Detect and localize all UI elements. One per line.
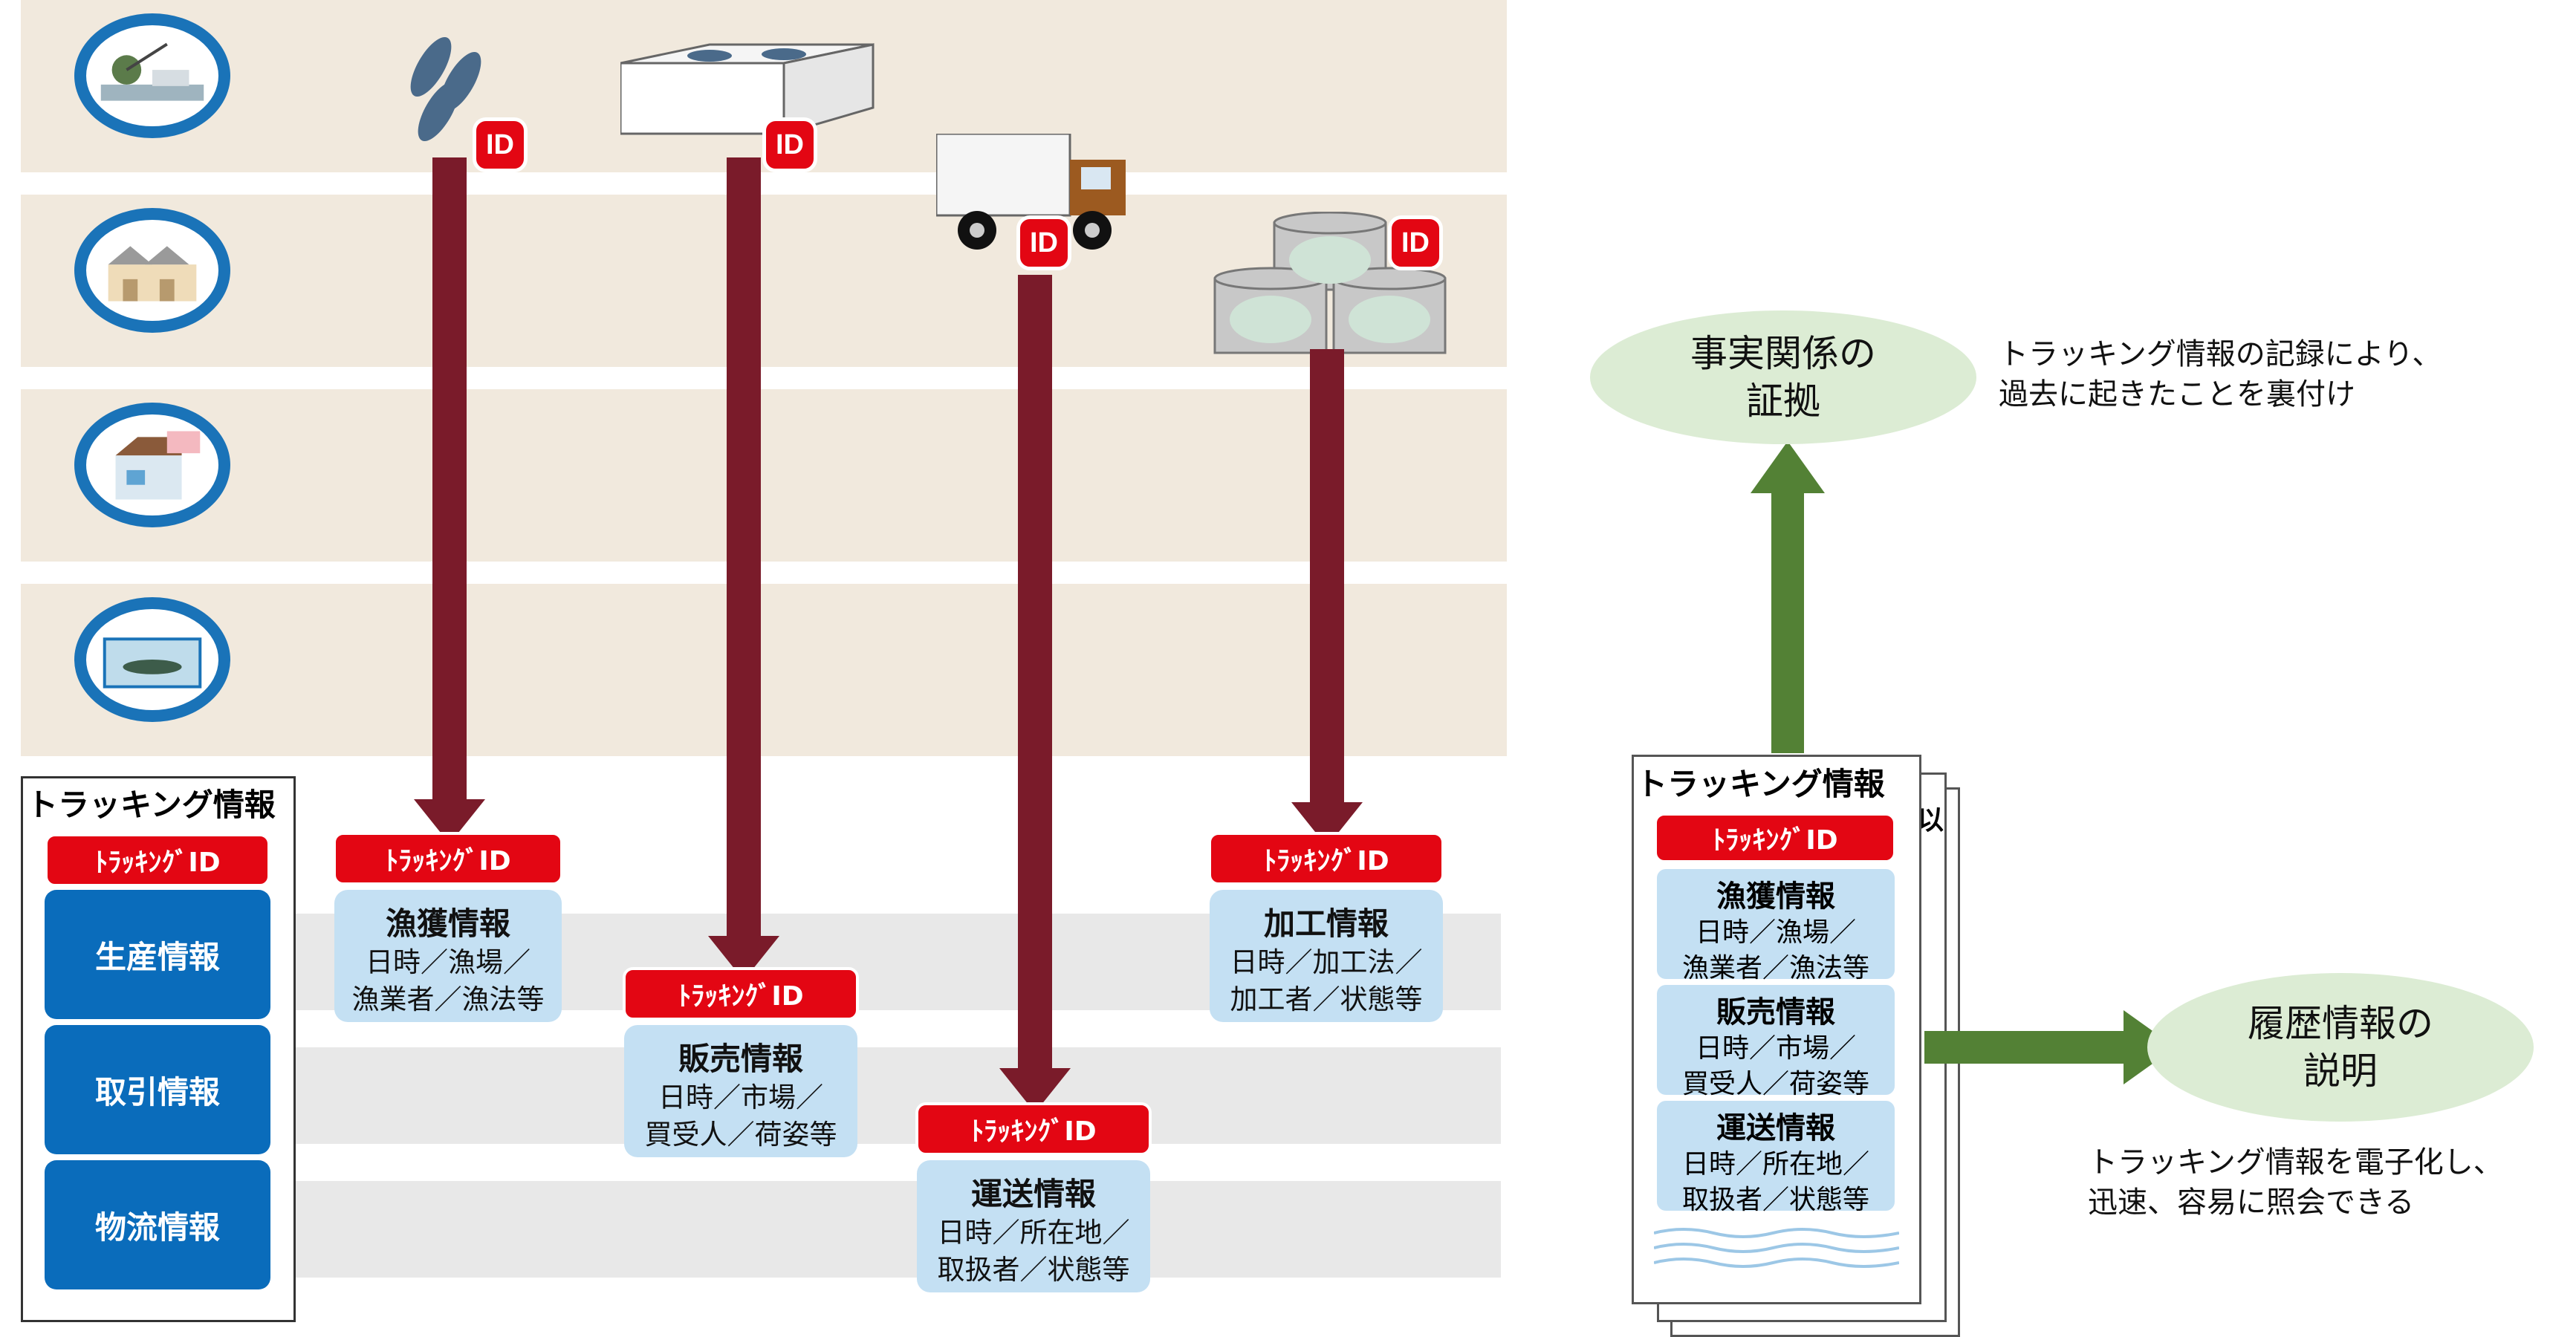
row-band-retail	[21, 389, 1507, 562]
category-transaction: 取引情報	[45, 1025, 270, 1154]
tracking-id-transport: ﾄﾗｯｷﾝｸﾞID	[915, 1102, 1152, 1156]
info-processing-title: 加工情報	[1263, 905, 1389, 942]
evidence-note-line1: トラッキング情報の記録により、	[1999, 337, 2442, 371]
document-transport-title: 運送情報	[1716, 1111, 1835, 1145]
info-processing-line2: 加工者／状態等	[1230, 983, 1423, 1015]
document-catch-title: 漁獲情報	[1716, 879, 1835, 914]
info-sale-title: 販売情報	[678, 1041, 803, 1077]
fish-box-icon	[619, 41, 880, 137]
fish-icon	[386, 22, 505, 156]
info-processing: 加工情報 日時／加工法／ 加工者／状態等	[1210, 890, 1443, 1022]
history-note-line1: トラッキング情報を電子化し、	[2088, 1145, 2503, 1180]
evidence-note-line2: 過去に起きたことを裏付け	[1999, 377, 2355, 411]
id-badge-catch: ID	[473, 117, 528, 172]
document-title: トラッキング情報	[1636, 766, 1885, 802]
evidence-line2: 証拠	[1746, 380, 1820, 423]
tracking-id-sale: ﾄﾗｯｷﾝｸﾞID	[623, 967, 859, 1021]
document-sale-line2: 買受人／荷姿等	[1681, 1069, 1869, 1099]
document-sale-title: 販売情報	[1716, 995, 1835, 1029]
info-transport-line1: 日時／所在地／	[937, 1217, 1130, 1249]
history-line2: 説明	[2303, 1050, 2378, 1093]
id-badge-sale: ID	[762, 117, 817, 172]
history-line1: 履歴情報の	[2248, 1002, 2433, 1045]
info-sale-line2: 買受人／荷姿等	[644, 1119, 837, 1151]
id-badge-transport: ID	[1016, 215, 1071, 270]
document-transport-line2: 取扱者／状態等	[1681, 1185, 1869, 1215]
info-catch-line2: 漁業者／漁法等	[351, 983, 545, 1015]
panel-title: トラッキング情報	[27, 787, 276, 823]
packaged-fish-icon	[74, 597, 230, 722]
category-production: 生産情報	[45, 890, 270, 1019]
category-logistics: 物流情報	[45, 1160, 270, 1289]
info-transport: 運送情報 日時／所在地／ 取扱者／状態等	[917, 1160, 1150, 1292]
row-band-processing	[21, 584, 1507, 756]
evidence-line1: 事実関係の	[1690, 332, 1876, 375]
info-sale: 販売情報 日時／市場／ 買受人／荷姿等	[624, 1025, 857, 1157]
document-sale-line1: 日時／市場／	[1695, 1033, 1856, 1064]
document-catch-line1: 日時／漁場／	[1695, 917, 1856, 948]
fishing-boat-icon	[74, 13, 230, 138]
green-arrow-up-head	[1751, 441, 1825, 493]
info-sale-line1: 日時／市場／	[658, 1081, 823, 1113]
arrow-catch-shaft	[432, 157, 467, 801]
info-processing-line1: 日時／加工法／	[1230, 946, 1423, 978]
tracking-id-processing: ﾄﾗｯｷﾝｸﾞID	[1208, 832, 1444, 885]
history-ellipse: 履歴情報の 説明	[2147, 973, 2534, 1122]
info-catch-title: 漁獲情報	[385, 905, 510, 942]
history-note: トラッキング情報を電子化し、 迅速、容易に照会できる	[2088, 1142, 2503, 1223]
id-badge-processing: ID	[1388, 215, 1443, 270]
evidence-note: トラッキング情報の記録により、 過去に起きたことを裏付け	[1999, 334, 2442, 414]
document-section-sale: 販売情報 日時／市場／ 買受人／荷姿等	[1657, 985, 1895, 1099]
info-catch: 漁獲情報 日時／漁場／ 漁業者／漁法等	[334, 890, 562, 1022]
arrow-sale-shaft	[727, 157, 761, 937]
band-logistics	[282, 1181, 1501, 1278]
document-wave-lines	[1653, 1226, 1900, 1278]
arrow-transport-shaft	[1018, 275, 1052, 1070]
evidence-ellipse: 事実関係の 証拠	[1590, 310, 1976, 444]
document-catch-line2: 漁業者／漁法等	[1681, 953, 1869, 983]
arrow-processing-shaft	[1310, 349, 1344, 804]
document-transport-line1: 日時／所在地／	[1681, 1149, 1869, 1180]
document-section-catch: 漁獲情報 日時／漁場／ 漁業者／漁法等	[1657, 869, 1895, 983]
truck-icon	[935, 132, 1137, 256]
document-tracking-id: ﾄﾗｯｷﾝｸﾞID	[1654, 813, 1896, 863]
green-arrow-right-shaft	[1924, 1031, 2125, 1064]
document-section-transport: 運送情報 日時／所在地／ 取扱者／状態等	[1657, 1101, 1895, 1215]
panel-tracking-id: ﾄﾗｯｷﾝｸﾞID	[45, 833, 270, 887]
shop-icon	[74, 403, 230, 527]
history-note-line2: 迅速、容易に照会できる	[2088, 1185, 2415, 1220]
info-transport-line2: 取扱者／状態等	[937, 1254, 1130, 1286]
green-arrow-up-shaft	[1771, 492, 1804, 753]
band-transaction	[282, 1047, 1501, 1144]
canned-fish-icon	[1211, 211, 1449, 360]
document-back-tab: 以	[1917, 805, 1944, 836]
market-building-icon	[74, 208, 230, 333]
info-transport-title: 運送情報	[970, 1176, 1096, 1212]
tracking-id-catch: ﾄﾗｯｷﾝｸﾞID	[333, 832, 563, 885]
info-catch-line1: 日時／漁場／	[366, 946, 531, 978]
